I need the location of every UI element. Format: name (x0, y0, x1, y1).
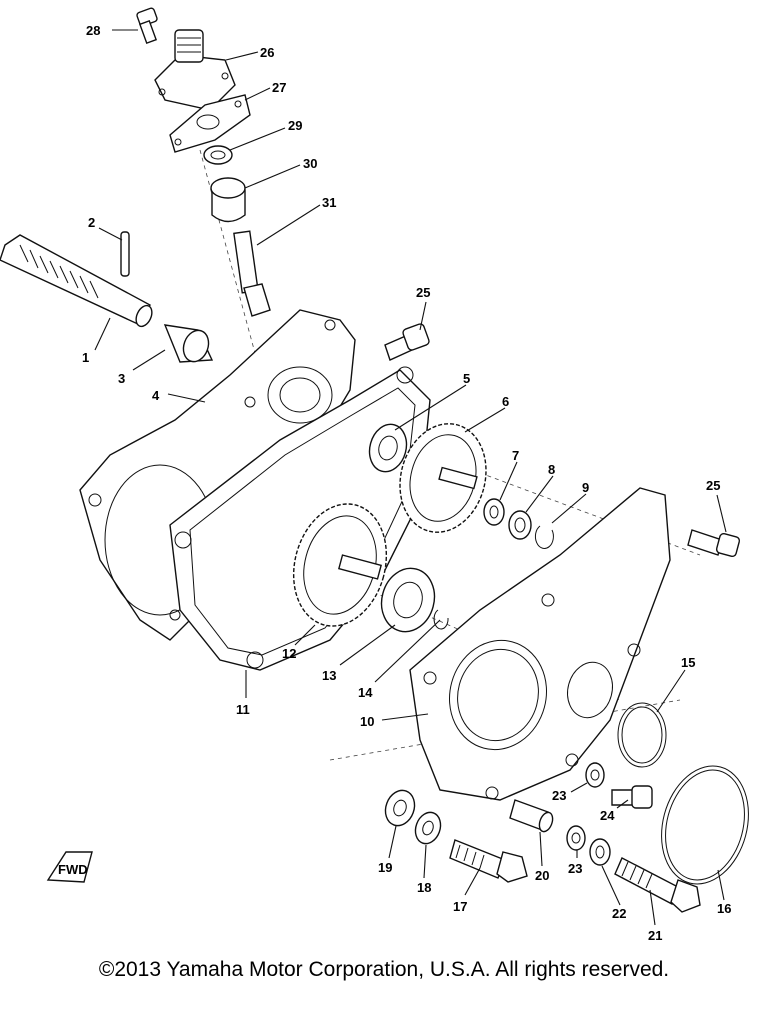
callout-22: 22 (612, 906, 626, 921)
part-26-housing (154, 29, 236, 111)
callout-labels: 28 26 27 29 30 31 2 1 3 4 25 5 6 7 8 9 2… (82, 23, 731, 943)
callout-10: 10 (360, 714, 374, 729)
callout-26: 26 (260, 45, 274, 60)
callout-16: 16 (717, 901, 731, 916)
part-29-oil-seal (203, 145, 233, 165)
callout-29: 29 (288, 118, 302, 133)
part-17-bolt (449, 839, 528, 883)
part-19-washer (384, 789, 416, 827)
callout-27: 27 (272, 80, 286, 95)
part-8-washer (508, 510, 532, 540)
part-22-washer (589, 838, 611, 866)
callout-12: 12 (282, 646, 296, 661)
callout-25-right: 25 (706, 478, 720, 493)
part-15-circlip (617, 702, 667, 768)
callout-11: 11 (236, 702, 250, 717)
part-2-pin (120, 231, 130, 277)
callout-19: 19 (378, 860, 392, 875)
callout-23-upper: 23 (552, 788, 566, 803)
callout-14: 14 (358, 685, 373, 700)
callout-23-lower: 23 (568, 861, 582, 876)
part-14-clip (433, 609, 449, 630)
callout-17: 17 (453, 899, 467, 914)
callout-5: 5 (463, 371, 470, 386)
part-23-washer-upper (585, 762, 605, 788)
part-24-bolt (611, 785, 653, 809)
copyright-notice: ©2013 Yamaha Motor Corporation, U.S.A. A… (98, 958, 670, 981)
callout-13: 13 (322, 668, 336, 683)
part-13-bearing (380, 567, 436, 633)
fwd-arrow-icon: FWD (46, 851, 93, 883)
part-25-bolt-top (384, 323, 430, 361)
callout-1: 1 (82, 350, 89, 365)
part-23-washer-lower (566, 825, 586, 851)
callout-31: 31 (322, 195, 336, 210)
part-21-bolt (614, 857, 701, 913)
callout-7: 7 (512, 448, 519, 463)
callout-15: 15 (681, 655, 695, 670)
fwd-label: FWD (58, 862, 88, 877)
callout-20: 20 (535, 868, 549, 883)
part-7-washer (483, 498, 505, 526)
callout-8: 8 (548, 462, 555, 477)
part-20-dowel (509, 799, 554, 833)
part-3-collar (163, 324, 214, 363)
part-25-bolt-right (687, 529, 741, 558)
callout-9: 9 (582, 480, 589, 495)
part-10-cover (409, 487, 671, 801)
callout-leader-lines (94, 29, 727, 926)
callout-4: 4 (152, 388, 160, 403)
part-16-o-ring (661, 765, 749, 885)
part-30-bushing (210, 177, 246, 223)
callout-24: 24 (600, 808, 615, 823)
part-27-gasket (169, 94, 251, 153)
callout-25-top: 25 (416, 285, 430, 300)
part-1-worm-shaft (0, 234, 153, 328)
part-28-screw (136, 7, 158, 45)
callout-21: 21 (648, 928, 662, 943)
part-6-gear (399, 423, 487, 533)
callout-3: 3 (118, 371, 125, 386)
callout-30: 30 (303, 156, 317, 171)
part-12-gear (292, 503, 388, 627)
part-31-driven-shaft (233, 230, 271, 317)
part-9-circlip (534, 525, 554, 549)
callout-6: 6 (502, 394, 509, 409)
part-18-washer (414, 811, 442, 845)
part-5-bearing (368, 423, 408, 473)
callout-18: 18 (417, 880, 431, 895)
callout-2: 2 (88, 215, 95, 230)
callout-28: 28 (86, 23, 100, 38)
